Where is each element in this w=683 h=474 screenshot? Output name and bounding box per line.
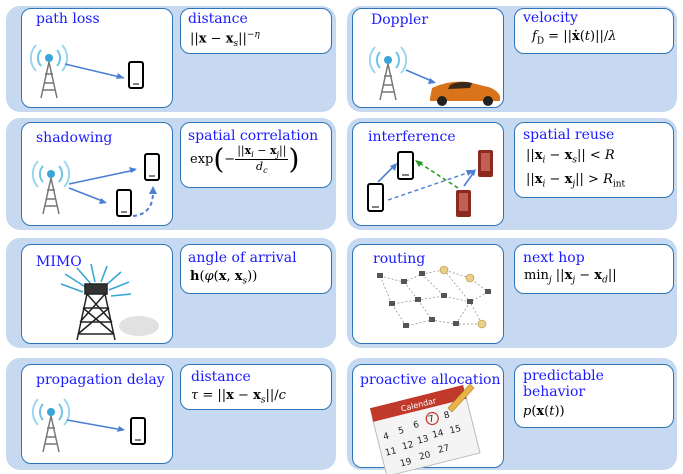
property-card [514,122,674,198]
radio-tower-icon [31,398,71,453]
formula: minj ||xj − xd|| [524,268,617,286]
phone-icon [130,417,146,445]
property-card [180,122,332,188]
svg-text:4: 4 [382,432,390,443]
property-label: velocity [523,10,578,26]
panel-title: proactive allocation [360,372,501,388]
property-label: predictable behavior [523,368,604,400]
red-phone-icon [456,190,471,217]
svg-text:20: 20 [418,450,432,463]
phone-icon [397,151,414,180]
svg-text:27: 27 [437,443,451,455]
property-label: distance [191,369,251,385]
property-card [514,244,674,294]
svg-text:13: 13 [416,434,430,446]
property-card [180,364,332,410]
interference-illustration [367,150,493,217]
phone-icon [128,61,144,89]
svg-text:19: 19 [399,457,413,470]
property-label: next hop [523,250,585,266]
property-card [180,8,332,54]
illustration-card [21,364,173,464]
red-phone-icon [478,150,493,177]
property-label: spatial correlation [188,128,319,144]
router-icon [439,265,487,329]
panel-title: interference [368,129,456,145]
formula: p(x(t)) [523,404,565,419]
svg-text:5: 5 [397,426,405,437]
svg-text:15: 15 [449,424,463,436]
panel-title: path loss [36,11,100,27]
formula: fD = ||ẋ(t)||/λ [532,29,617,47]
property-card [180,244,332,294]
phone-icon [116,189,132,217]
radio-tower-icon [368,46,408,101]
panel-title: propagation delay [36,372,165,388]
antenna-array-icon [60,263,132,297]
radio-tower-icon [31,160,71,215]
radio-tower-icon [29,44,69,99]
mesh-network-illustration [377,265,491,329]
svg-text:8: 8 [443,410,451,421]
tower-icon [76,283,116,341]
formula: τ = ||x − xs||/c [191,388,286,406]
tower-to-phone-illustration [29,44,144,99]
svg-text:7: 7 [427,414,435,425]
svg-text:6: 6 [412,420,420,431]
formula: h(φ(x, xs)) [190,269,258,287]
tower-to-two-phones-illustration [31,153,160,217]
formula: ||x − xs||−η [190,30,260,49]
tower-to-phone-illustration [31,398,146,453]
tower-to-car-illustration [368,46,500,106]
panel-title: MIMO [36,254,82,270]
svg-text:11: 11 [384,446,398,458]
formula: ||xi − xj|| > Rint [526,172,626,190]
property-label: distance [188,11,248,27]
panel-title: routing [373,251,426,267]
property-card [514,364,674,428]
formula: exp(−||xi − xj||dc) [190,142,300,176]
panel-title: Doppler [371,12,429,28]
car-icon [430,81,500,106]
svg-text:12: 12 [401,440,415,452]
phone-icon [367,183,384,212]
formula: ||xi − xs|| < R [526,148,615,166]
svg-text:14: 14 [431,428,445,441]
property-card [514,8,674,54]
phone-icon [144,153,160,181]
property-label: angle of arrival [188,250,297,266]
antenna-array-tower-illustration [60,263,159,341]
panel-title: shadowing [36,130,113,146]
illustration-card [352,244,504,344]
property-label: spatial reuse [523,127,615,143]
